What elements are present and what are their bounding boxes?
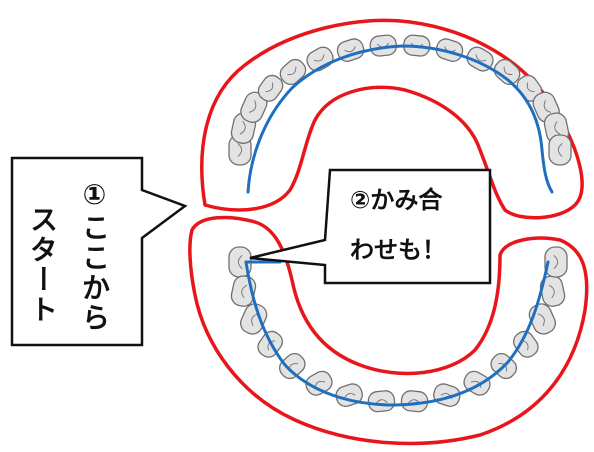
upper-gum-outline [200, 18, 584, 220]
lower-tooth-icon [367, 390, 396, 413]
lower-tooth-icon [278, 352, 306, 380]
callout-bite-bubble [249, 168, 492, 285]
upper-tooth-icon [257, 74, 284, 102]
upper-tooth-icon [306, 46, 334, 72]
lower-tooth-icon [335, 383, 363, 407]
callout-start-line2: スタート [26, 205, 59, 325]
upper-teeth-row [228, 34, 572, 166]
lower-brush-path [244, 260, 550, 407]
lower-gum-outline [188, 215, 589, 446]
upper-tooth-icon [493, 58, 521, 86]
upper-tooth-icon [548, 134, 572, 166]
upper-tooth-icon [240, 91, 268, 123]
callout-start-bubble [10, 156, 188, 347]
callout-bite-line1: ②かみ合 [350, 186, 443, 214]
lower-tooth-icon [463, 370, 491, 396]
upper-tooth-icon [435, 38, 464, 62]
callout-bite-line2: わせも！ [350, 236, 446, 264]
upper-brush-path [246, 44, 554, 194]
callout-start-line1: ①ここから [78, 178, 111, 333]
upper-tooth-icon [279, 58, 307, 86]
lower-tooth-icon [400, 390, 429, 413]
lower-tooth-icon [544, 246, 568, 278]
lower-tooth-icon [513, 330, 539, 358]
